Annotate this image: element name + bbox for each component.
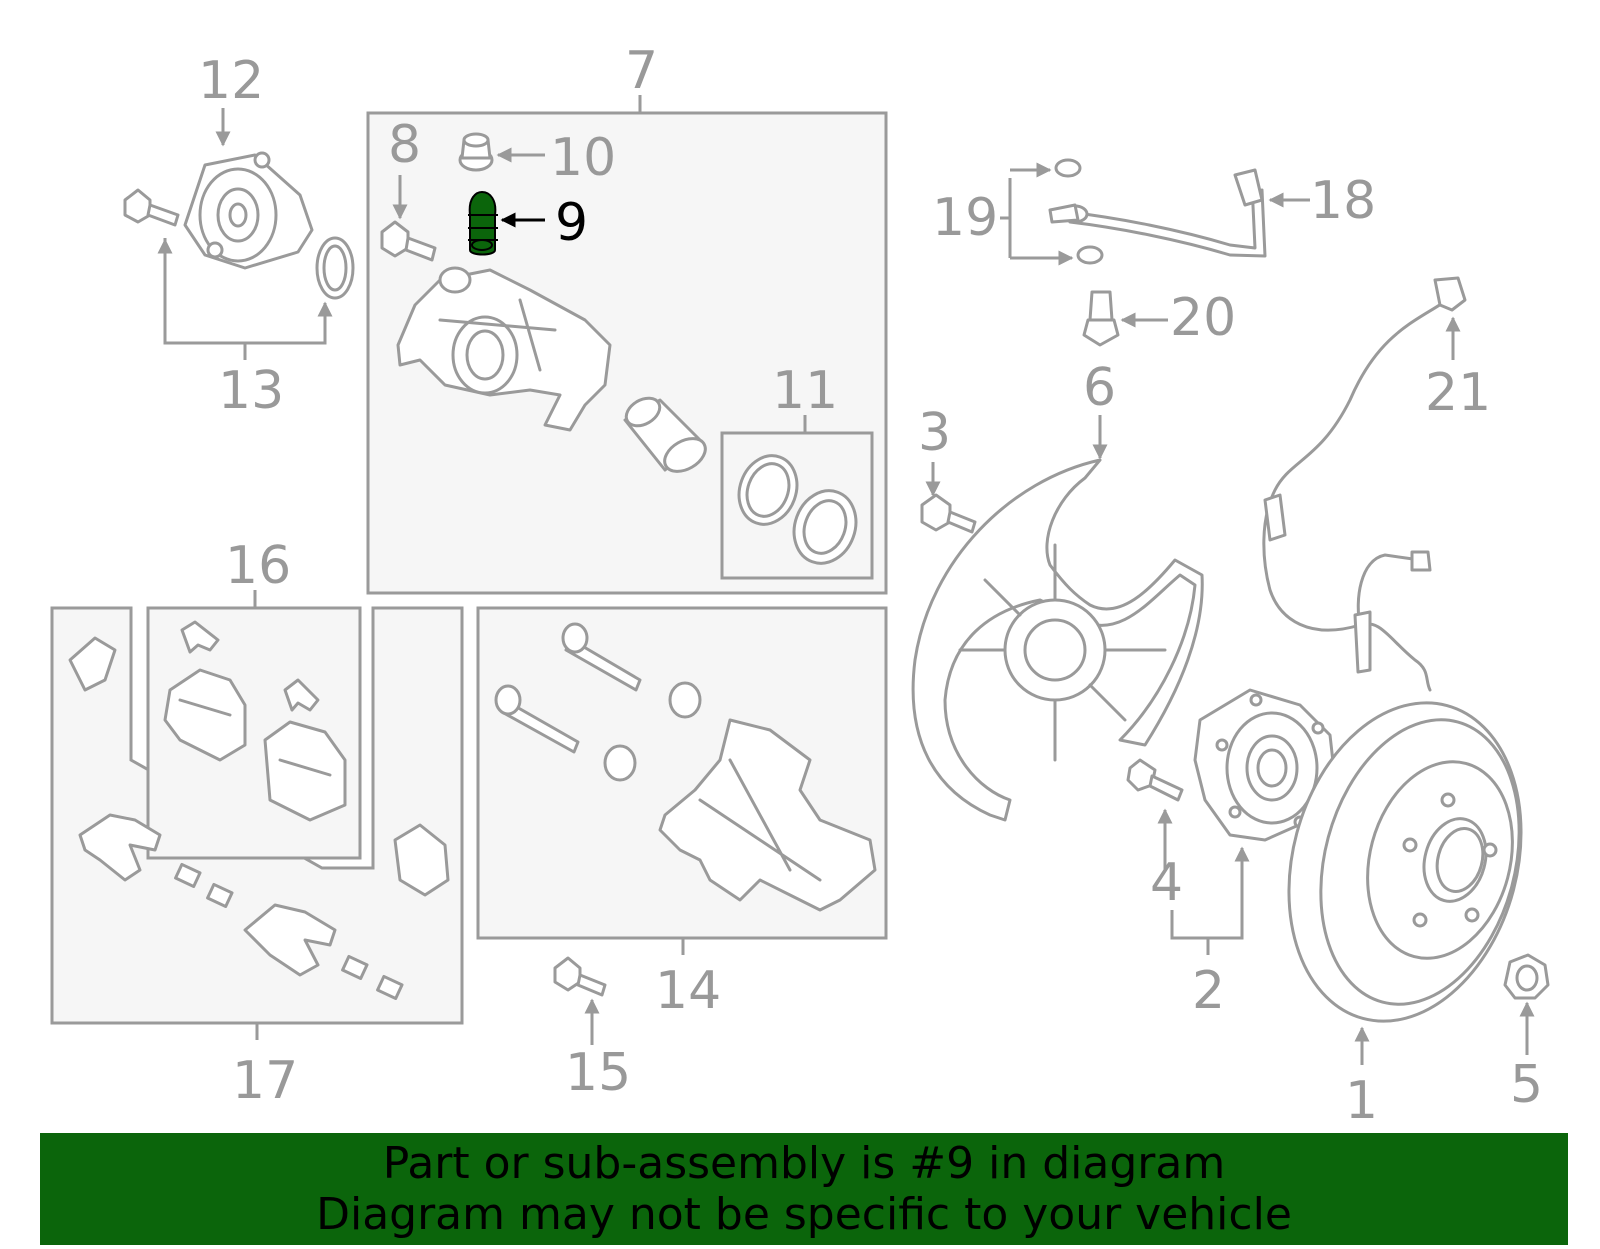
parking-brake-motor-icon <box>183 151 314 270</box>
abs-sensor-wire-icon <box>1262 276 1467 692</box>
callout-8: 8 <box>388 115 421 175</box>
callout-21: 21 <box>1425 363 1491 423</box>
shield-bolt-icon <box>920 493 977 534</box>
caliper-bracket-icon <box>658 718 877 912</box>
callout-1: 1 <box>1345 1071 1378 1131</box>
callout-7: 7 <box>625 41 658 101</box>
callout-2: 2 <box>1192 961 1225 1021</box>
callout-10: 10 <box>550 128 616 188</box>
bleeder-screw-icon <box>380 220 437 262</box>
callout-18: 18 <box>1310 171 1376 231</box>
callout-16: 16 <box>225 536 291 596</box>
banner-line-2: Diagram may not be specific to your vehi… <box>316 1189 1292 1240</box>
bracket-bolt-icon <box>553 956 607 997</box>
bolt-icon <box>123 188 180 227</box>
bleeder-valve-highlighted-icon <box>468 190 498 256</box>
info-banner: Part or sub-assembly is #9 in diagram Di… <box>40 1133 1568 1245</box>
wheel-stud-icon <box>1126 758 1184 802</box>
wheel-hub-icon <box>1193 688 1337 842</box>
brake-rotor-icon <box>1287 701 1523 1023</box>
brake-caliper-icon <box>396 266 612 432</box>
callout-13: 13 <box>218 361 284 421</box>
guide-pin-icon <box>494 622 642 754</box>
callout-9: 9 <box>555 193 588 253</box>
hub-nut-icon <box>1503 953 1550 1000</box>
callout-14: 14 <box>655 961 721 1021</box>
brake-pad-icon <box>163 668 347 822</box>
pad-clip-icon <box>68 620 450 897</box>
callout-5: 5 <box>1510 1055 1543 1115</box>
piston-icon <box>623 396 707 473</box>
washer-icon <box>1054 158 1104 265</box>
callout-4: 4 <box>1150 853 1183 913</box>
pin-boot-icon <box>603 681 702 782</box>
splash-shield-icon <box>911 458 1204 822</box>
callout-6: 6 <box>1083 358 1116 418</box>
callout-15: 15 <box>565 1043 631 1103</box>
callout-3: 3 <box>918 403 951 463</box>
banner-line-1: Part or sub-assembly is #9 in diagram <box>382 1138 1226 1189</box>
dust-cap-icon <box>458 132 494 172</box>
callout-17: 17 <box>232 1051 298 1111</box>
callout-12: 12 <box>198 51 264 111</box>
callout-20: 20 <box>1170 288 1236 348</box>
piston-seal-icon <box>737 454 858 565</box>
callout-11: 11 <box>772 361 838 421</box>
anti-rattle-clip-icon <box>78 813 404 1000</box>
callout-19: 19 <box>932 188 998 248</box>
brake-hose-icon <box>1048 168 1267 258</box>
banjo-bolt-icon <box>1082 290 1120 347</box>
